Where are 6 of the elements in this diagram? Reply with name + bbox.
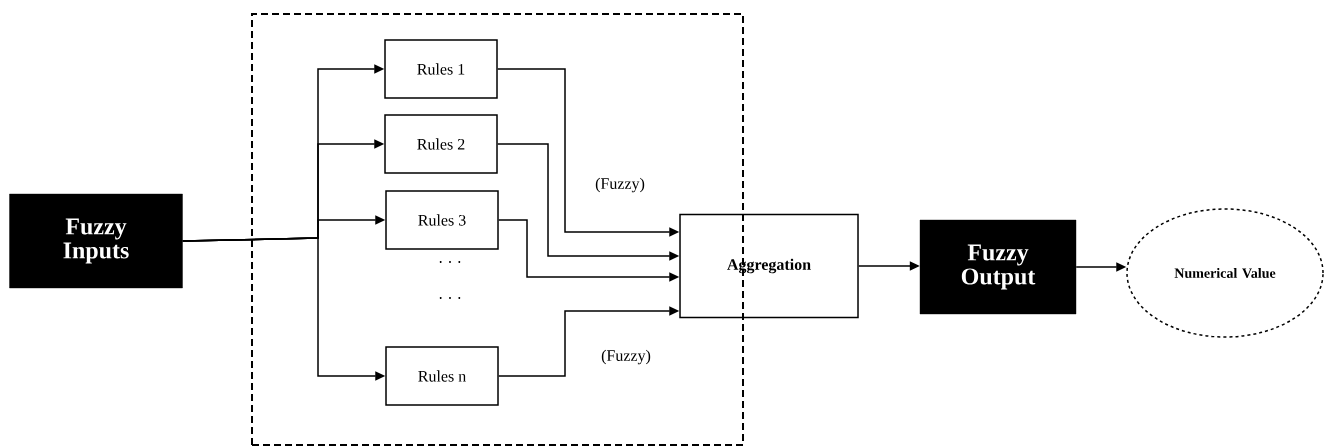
edge-label: (Fuzzy) <box>594 176 646 194</box>
input-box: Fuzzy Inputs <box>9 193 183 289</box>
edge-label: (Fuzzy) <box>600 348 652 366</box>
aggregation-box: Aggregation <box>679 213 859 319</box>
output-box: Fuzzy Output <box>919 219 1077 315</box>
ellipsis-label: . . . <box>439 297 461 299</box>
